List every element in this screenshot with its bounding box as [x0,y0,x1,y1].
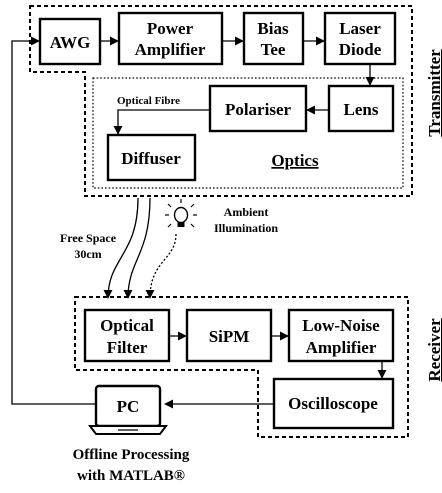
optics-title: Optics [271,151,319,170]
light-path-1 [103,197,139,299]
pc-label: PC [117,397,140,416]
oscilloscope-label: Oscilloscope [288,394,378,413]
lens-block: Lens [327,84,395,133]
ambient-label-line2: Illumination [214,221,278,235]
bias-tee-label-line1: Bias [257,19,289,38]
pc-caption-line1: Offline Processing [73,447,190,463]
arrow-pc-to-awg [11,36,95,405]
laser-diode-block: Laser Diode [323,11,397,66]
receiver-boundary [74,296,409,438]
optics-boundary [92,77,404,189]
oscilloscope-block: Oscilloscope [272,377,395,430]
fibre-polariser-to-diffuser [113,109,210,135]
ambient-label-line1: Ambient [224,205,269,219]
laser-diode-label-line1: Laser [339,19,381,38]
lightbulb-icon [165,199,197,228]
power-amplifier-label-line2: Amplifier [135,40,206,59]
diffuser-label: Diffuser [121,149,181,168]
awg-label: AWG [50,33,91,52]
lna-label-line1: Low-Noise [302,316,380,335]
lens-label: Lens [344,100,379,119]
sipm-label: SiPM [209,327,250,346]
bias-tee-block: Bias Tee [242,11,305,66]
power-amplifier-block: Power Amplifier [117,11,224,66]
sipm-block: SiPM [185,308,273,363]
low-noise-amplifier-block: Low-Noise Amplifier [287,308,395,363]
bias-tee-label-line2: Tee [261,40,286,59]
laser-diode-label-line2: Diode [339,40,382,59]
receiver-title: Receiver [425,318,442,382]
laptop-icon [88,384,168,435]
polariser-label: Polariser [225,100,292,119]
lna-label-line2: Amplifier [306,338,377,357]
optical-filter-label-line1: Optical [100,316,154,335]
optical-filter-block: Optical Filter [83,308,171,363]
power-amplifier-label-line1: Power [147,19,194,38]
ambient-path [145,233,177,299]
diffuser-block: Diffuser [106,133,197,182]
light-path-2 [123,197,151,299]
transmitter-boundary [29,5,413,197]
transmitter-title: Transmitter [425,49,442,137]
awg-block: AWG [38,17,102,66]
polariser-block: Polariser [208,84,308,133]
pc-caption-line2: with MATLAB® [77,468,185,484]
optical-fibre-label: Optical Fibre [117,95,180,107]
free-space-label-line1: Free Space [60,231,117,245]
free-space-label-line2: 30cm [74,247,101,261]
optical-filter-label-line2: Filter [107,338,148,357]
